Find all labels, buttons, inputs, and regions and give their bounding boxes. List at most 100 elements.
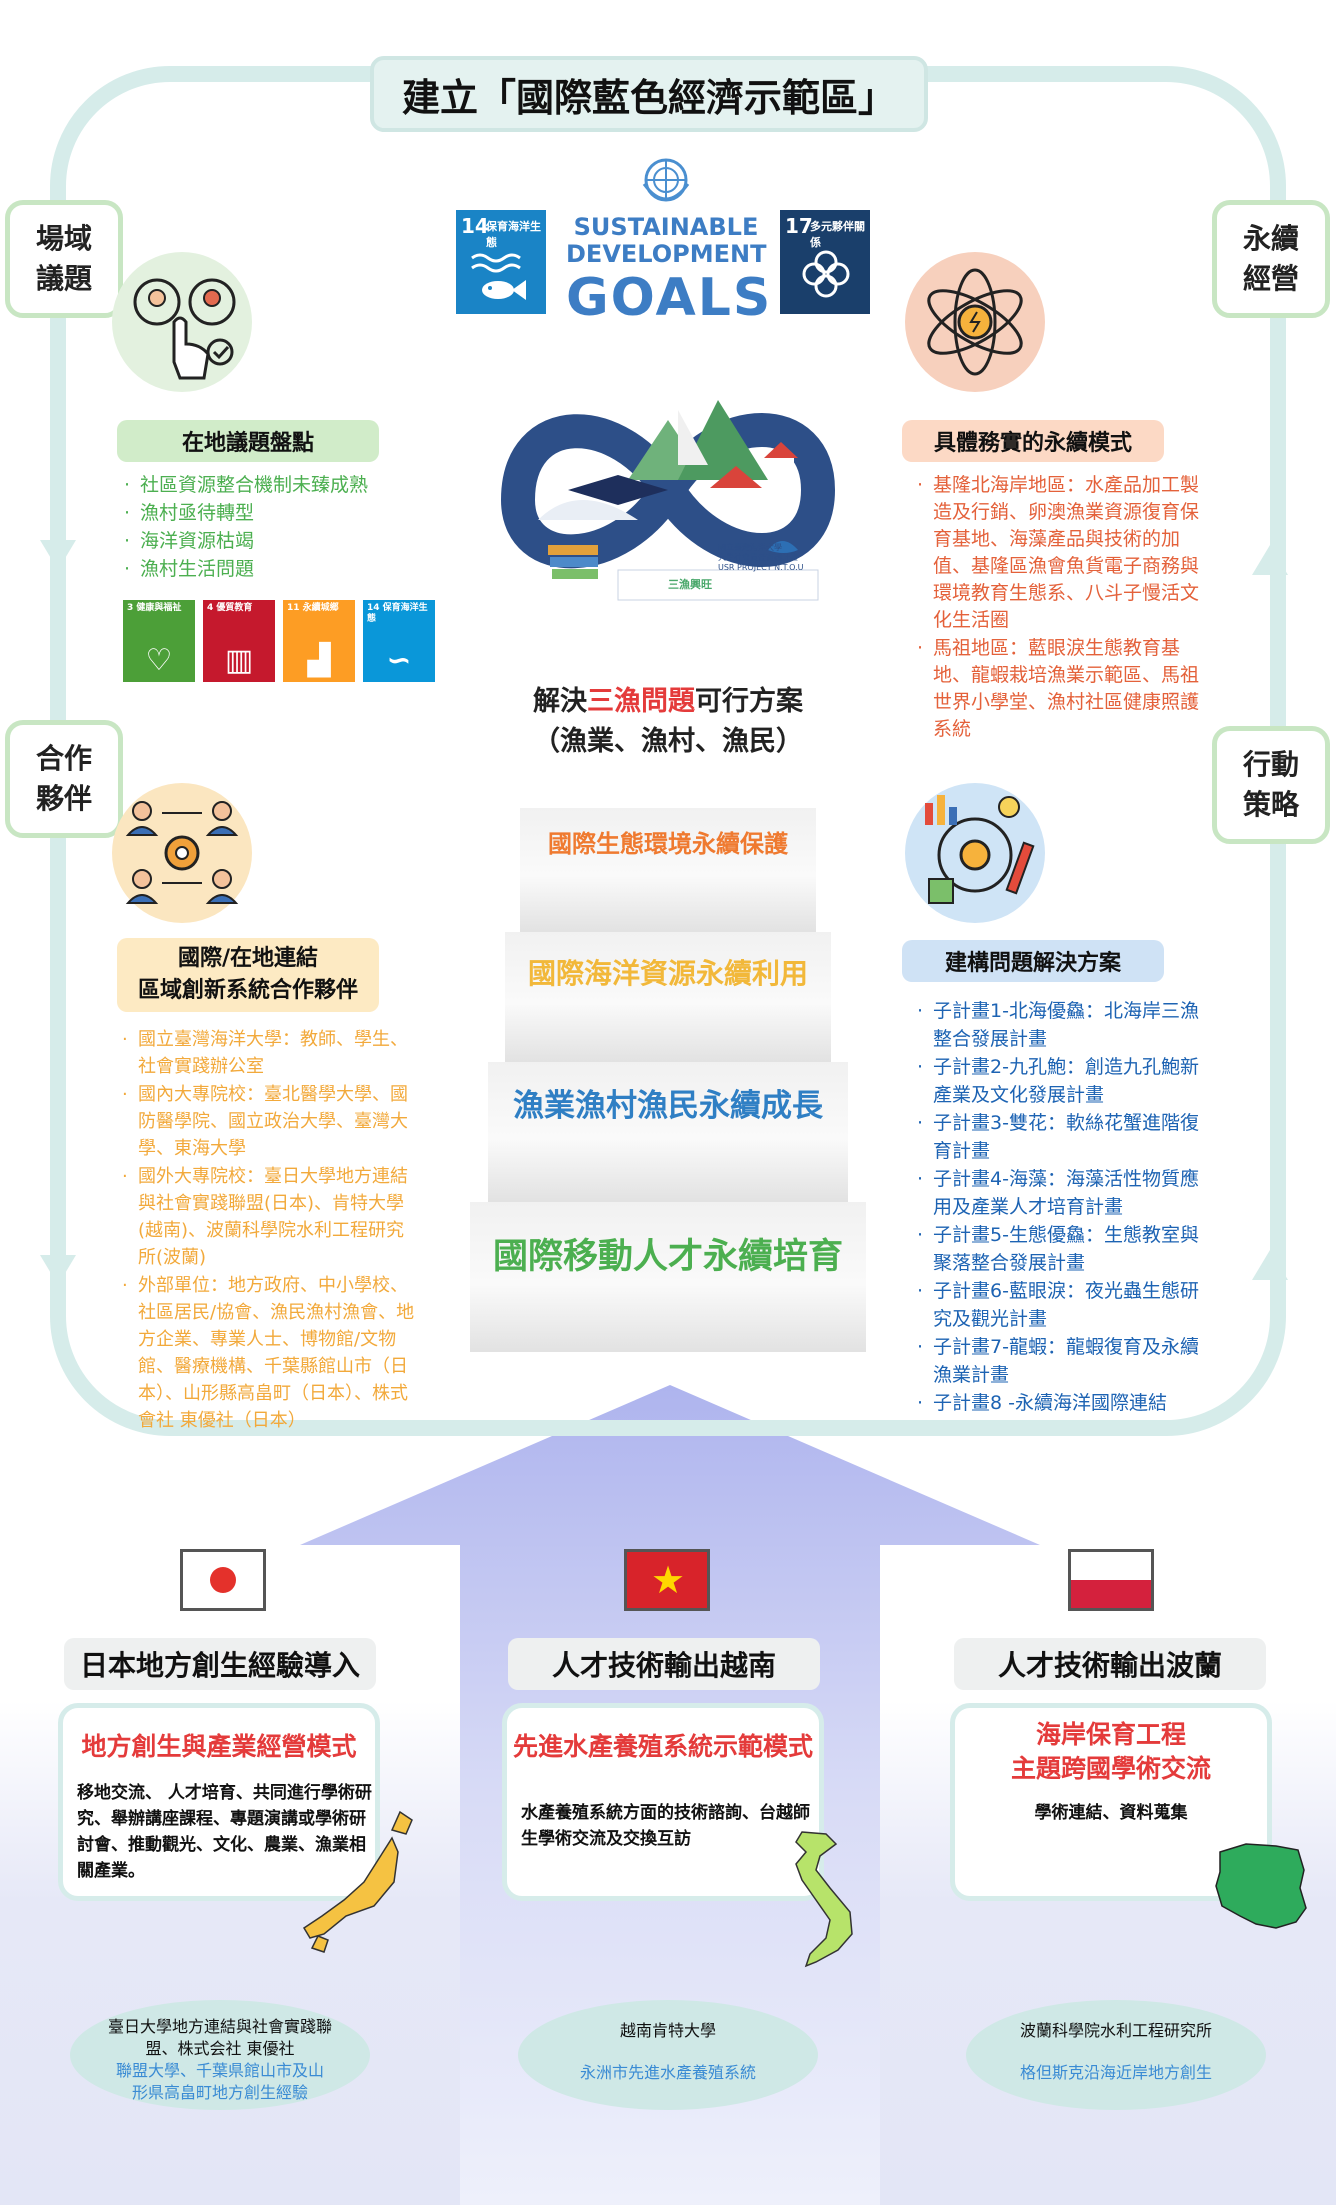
heartbeat-icon: ♡: [145, 643, 173, 678]
side-label-sustainable-operation: 永續 經營: [1212, 200, 1330, 318]
model-icon-bg: [905, 252, 1045, 392]
japan-card: 地方創生與產業經營模式 移地交流、 人才培育、共同進行學術研究、舉辦講座課程、專…: [58, 1703, 380, 1901]
vietnam-pill: 人才技術輸出越南: [508, 1638, 820, 1690]
solution-heading: 解決三漁問題可行方案 （漁業、漁村、漁民）: [468, 682, 868, 762]
sdg17-number: 17: [785, 214, 813, 238]
ring-arrow-up-right-1: [1252, 545, 1288, 575]
solution-pre: 解決: [533, 686, 587, 717]
brand-label: 三漁興旺: [668, 578, 712, 591]
book-icon: ▥: [224, 643, 254, 678]
solutions-icon-bg: [905, 783, 1045, 923]
poland-pill: 人才技術輸出波蘭: [954, 1638, 1266, 1690]
vietnam-card-title: 先進水產養殖系統示範模式: [512, 1732, 813, 1761]
step-talent-cultivation: 國際移動人才永續培育: [470, 1202, 866, 1352]
solutions-list: 子計畫1-北海優鱻：北海岸三漁整合發展計畫 子計畫2-九孔鮑：創造九孔鮑新產業及…: [915, 998, 1210, 1419]
list-item: 子計畫7-龍蝦：龍蝦復育及永續漁業計畫: [915, 1334, 1210, 1389]
local-issues-list: 社區資源整合機制未臻成熟 漁村亟待轉型 海洋資源枯竭 漁村生活問題: [122, 472, 422, 584]
japan-flag-icon: [180, 1549, 266, 1611]
sdg-label: 健康與福祉: [136, 603, 182, 613]
list-item: 子計畫2-九孔鮑：創造九孔鮑新產業及文化發展計畫: [915, 1054, 1210, 1109]
sdg17-tile: 17 多元夥伴關係: [780, 210, 870, 314]
vietnam-card: 先進水產養殖系統示範模式 水產養殖系統方面的技術諮詢、台越師生學術交流及交換互訪: [502, 1703, 824, 1901]
step-2-label: 國際海洋資源永續利用: [527, 957, 808, 990]
step-fishery-growth: 漁業漁村漁民永續成長: [488, 1062, 848, 1202]
solution-subheading: （漁業、漁村、漁民）: [533, 726, 803, 757]
ring-arrow-up-right-2: [1252, 1250, 1288, 1280]
poland-partner-main: 波蘭科學院水利工程研究所: [1019, 2021, 1212, 2040]
side-label-field-issues: 場域 議題: [5, 200, 123, 318]
sdg14-tile: 14 保育海洋生態: [456, 210, 546, 314]
step-ecosystem-protection: 國際生態環境永續保護: [520, 808, 816, 932]
touch-people-icon: [133, 278, 236, 380]
university-label: 國立臺灣海洋大學 大學社會責任實踐計畫 USR PROJECT N.T.O.U: [718, 543, 804, 573]
vietnam-flag-icon: ★: [624, 1549, 710, 1611]
japan-partner-sub: 聯盟大學、千葉県館山市及山形県高畠町地方創生經驗: [115, 2061, 324, 2102]
step-3-label: 漁業漁村漁民永續成長: [513, 1088, 823, 1124]
local-issues-title: 在地議題盤點: [117, 420, 379, 462]
list-item: 外部單位：地方政府、中小學校、社區居民/協會、漁民漁村漁會、地方企業、專業人士、…: [120, 1272, 422, 1434]
ring-arrow-down-left-2: [40, 1255, 76, 1285]
partners-icon-bg: [112, 783, 252, 923]
list-item: 子計畫8 -永續海洋國際連結: [915, 1390, 1210, 1418]
japan-card-title: 地方創生與產業經營模式: [81, 1732, 357, 1761]
partners-title: 國際/在地連結 區域創新系統合作夥伴: [117, 938, 379, 1012]
vietnam-partner-sub: 永洲市先進水產養殖系統: [579, 2063, 756, 2082]
gear-strategy-icon: [925, 795, 1035, 904]
vietnam-map-icon: [795, 1831, 853, 1968]
list-item: 國立臺灣海洋大學：教師、學生、社會實踐辦公室: [120, 1026, 422, 1080]
partnership-flower-icon: [802, 250, 850, 298]
university-line3: USR PROJECT N.T.O.U: [718, 563, 804, 572]
university-line2: 大學社會責任實踐計畫: [718, 553, 798, 562]
sdg14-small-tile: 14 保育海洋生態 ∽: [363, 600, 435, 682]
sdg-number: 3: [127, 603, 134, 613]
sdg4-tile: 4 優質教育 ▥: [203, 600, 275, 682]
sdg-label: 保育海洋生態: [367, 603, 428, 624]
poland-card-title: 海岸保育工程 主題跨國學術交流: [1010, 1720, 1211, 1783]
vietnam-partner-ellipse: 越南肯特大學 永洲市先進水產養殖系統: [518, 2000, 818, 2110]
list-item: 基隆北海岸地區：水產品加工製造及行銷、卵澳漁業資源復育保育基地、海藻產品與技術的…: [915, 472, 1210, 634]
sdg-number: 4: [207, 603, 214, 613]
japan-card-body: 移地交流、 人才培育、共同進行學術研究、舉辦講座課程、專題演講或學術研討會、推動…: [77, 1783, 372, 1881]
ring-arrow-down-left-1: [40, 540, 76, 570]
solution-post: 可行方案: [695, 686, 803, 717]
list-item: 子計畫5-生態優鱻：生態教室與聚落整合發展計畫: [915, 1222, 1210, 1277]
step-resource-use: 國際海洋資源永續利用: [505, 932, 831, 1062]
sdg17-label: 多元夥伴關係: [810, 220, 865, 249]
sdg14-number: 14: [461, 214, 489, 238]
side-label-partners: 合作 夥伴: [5, 720, 123, 838]
poland-flag-icon: [1068, 1549, 1154, 1611]
local-issues-icon-bg: [112, 252, 252, 392]
list-item: 海洋資源枯竭: [122, 528, 422, 555]
model-list: 基隆北海岸地區：水產品加工製造及行銷、卵澳漁業資源復育保育基地、海藻產品與技術的…: [915, 472, 1210, 744]
poland-partner-sub: 格但斯克沿海近岸地方創生: [1019, 2063, 1212, 2082]
sdg-logo-line2: DEVELOPMENT: [566, 240, 767, 268]
japan-partner-ellipse: 臺日大學地方連結與社會實踐聯盟、株式会社 東優社 聯盟大學、千葉県館山市及山形県…: [70, 2000, 370, 2110]
poland-partner-ellipse: 波蘭科學院水利工程研究所 格但斯克沿海近岸地方創生: [966, 2000, 1266, 2110]
list-item: 子計畫1-北海優鱻：北海岸三漁整合發展計畫: [915, 998, 1210, 1053]
network-people-icon: [125, 801, 239, 904]
sdg14-label: 保育海洋生態: [486, 220, 541, 249]
list-item: 漁村亟待轉型: [122, 500, 422, 527]
list-item: 社區資源整合機制未臻成熟: [122, 472, 422, 499]
atom-icon: [927, 268, 1023, 376]
poland-map-icon: [1215, 1843, 1307, 1929]
model-title: 具體務實的永續模式: [902, 420, 1164, 462]
solutions-title: 建構問題解決方案: [902, 940, 1164, 982]
city-icon: ▟: [307, 643, 331, 678]
sdg3-tile: 3 健康與福祉 ♡: [123, 600, 195, 682]
solution-highlight: 三漁問題: [587, 686, 695, 717]
sdg-label: 優質教育: [216, 603, 253, 613]
un-emblem-icon: [642, 158, 690, 202]
sdg11-tile: 11 永續城鄉▟: [283, 600, 355, 682]
wave-icon: ∽: [386, 643, 412, 678]
step-4-label: 國際移動人才永續培育: [492, 1237, 843, 1277]
japan-map-icon: [302, 1810, 413, 1953]
sdg-number: 14: [367, 603, 380, 613]
sdg-logo-line1: SUSTAINABLE: [573, 213, 759, 241]
list-item: 子計畫4-海藻：海藻活性物質應用及產業人才培育計畫: [915, 1166, 1210, 1221]
partners-title-line1: 國際/在地連結: [177, 946, 319, 971]
sdg-logo: SUSTAINABLE DEVELOPMENT GOALS: [566, 213, 770, 329]
sdg-label: 永續城鄉: [302, 603, 339, 613]
partners-list: 國立臺灣海洋大學：教師、學生、社會實踐辦公室 國內大專院校：臺北醫學大學、國防醫…: [120, 1026, 422, 1435]
center-illustration: [500, 400, 836, 601]
